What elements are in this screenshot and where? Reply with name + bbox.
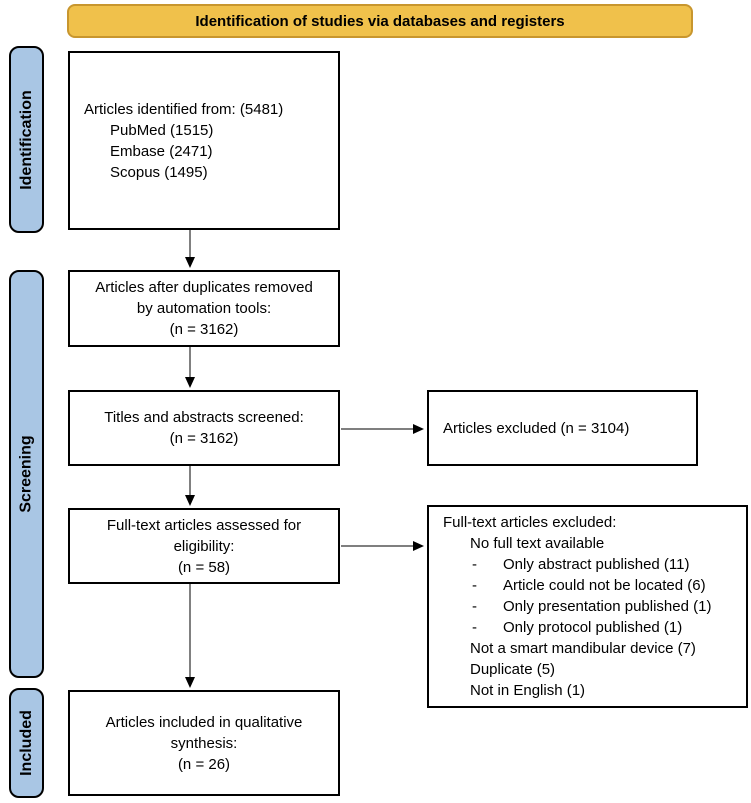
fulltext-excluded-item-2: Duplicate (5) bbox=[470, 661, 556, 678]
dash-bullet: - bbox=[472, 598, 477, 615]
identified-source-scopus: Scopus (1495) bbox=[110, 163, 208, 181]
box-full-text-excluded: Full-text articles excluded: No full tex… bbox=[427, 505, 748, 708]
stage-label-identification: Identification bbox=[9, 46, 44, 233]
dash-bullet: - bbox=[472, 556, 477, 573]
duplicates-line-3: (n = 3162) bbox=[169, 321, 239, 338]
fulltext-excluded-subitem-4-text: Only protocol published (1) bbox=[503, 619, 683, 636]
fulltext-excluded-item-1: Not a smart mandibular device (7) bbox=[470, 640, 696, 657]
title-banner-label: Identification of studies via databases … bbox=[195, 12, 565, 30]
screened-line-1: Titles and abstracts screened: bbox=[104, 409, 304, 426]
identified-source-embase: Embase (2471) bbox=[110, 142, 213, 160]
duplicates-line-2: by automation tools: bbox=[136, 300, 272, 317]
fulltext-line-2: eligibility: bbox=[173, 537, 235, 555]
fulltext-line-3: (n = 58) bbox=[177, 558, 231, 576]
included-line-2: synthesis: bbox=[170, 734, 238, 752]
dash-bullet: - bbox=[472, 577, 477, 594]
included-line-3: (n = 26) bbox=[177, 755, 231, 773]
box-titles-abstracts-screened: Titles and abstracts screened: (n = 3162… bbox=[68, 390, 340, 466]
stage-label-screening: Screening bbox=[9, 270, 44, 678]
fulltext-excluded-subitem-3: - Only presentation published (1) bbox=[472, 596, 740, 617]
stage-label-included-text: Included bbox=[17, 710, 35, 776]
fulltext-excluded-subitem-2-text: Article could not be located (6) bbox=[503, 577, 706, 594]
stage-label-included: Included bbox=[9, 688, 44, 798]
fulltext-line-1: Full-text articles assessed for bbox=[106, 516, 302, 534]
box-duplicates-removed: Articles after duplicates removed by aut… bbox=[68, 270, 340, 347]
box-articles-included: Articles included in qualitative synthes… bbox=[68, 690, 340, 796]
fulltext-excluded-subitem-1: - Only abstract published (11) bbox=[472, 554, 740, 575]
fulltext-excluded-title: Full-text articles excluded: bbox=[443, 514, 617, 531]
stage-label-screening-text: Screening bbox=[17, 435, 35, 513]
articles-excluded-label: Articles excluded (n = 3104) bbox=[443, 419, 630, 437]
identified-source-pubmed: PubMed (1515) bbox=[110, 121, 214, 139]
fulltext-excluded-subitem-1-text: Only abstract published (11) bbox=[503, 556, 690, 573]
fulltext-excluded-subitem-3-text: Only presentation published (1) bbox=[503, 598, 712, 615]
fulltext-excluded-subitem-4: - Only protocol published (1) bbox=[472, 617, 740, 638]
box-articles-identified: Articles identified from: (5481) PubMed … bbox=[68, 51, 340, 230]
title-banner: Identification of studies via databases … bbox=[67, 4, 693, 38]
box-articles-excluded: Articles excluded (n = 3104) bbox=[427, 390, 698, 466]
dash-bullet: - bbox=[472, 619, 477, 636]
fulltext-excluded-item-3: Not in English (1) bbox=[470, 682, 586, 699]
duplicates-line-1: Articles after duplicates removed bbox=[95, 279, 313, 296]
fulltext-excluded-subitem-2: - Article could not be located (6) bbox=[472, 575, 740, 596]
screened-line-2: (n = 3162) bbox=[169, 430, 239, 447]
identified-intro: Articles identified from: (5481) bbox=[84, 100, 284, 118]
fulltext-excluded-group: No full text available bbox=[470, 535, 605, 552]
stage-label-identification-text: Identification bbox=[17, 89, 35, 190]
included-line-1: Articles included in qualitative bbox=[105, 713, 303, 731]
box-full-text-assessed: Full-text articles assessed for eligibil… bbox=[68, 508, 340, 584]
